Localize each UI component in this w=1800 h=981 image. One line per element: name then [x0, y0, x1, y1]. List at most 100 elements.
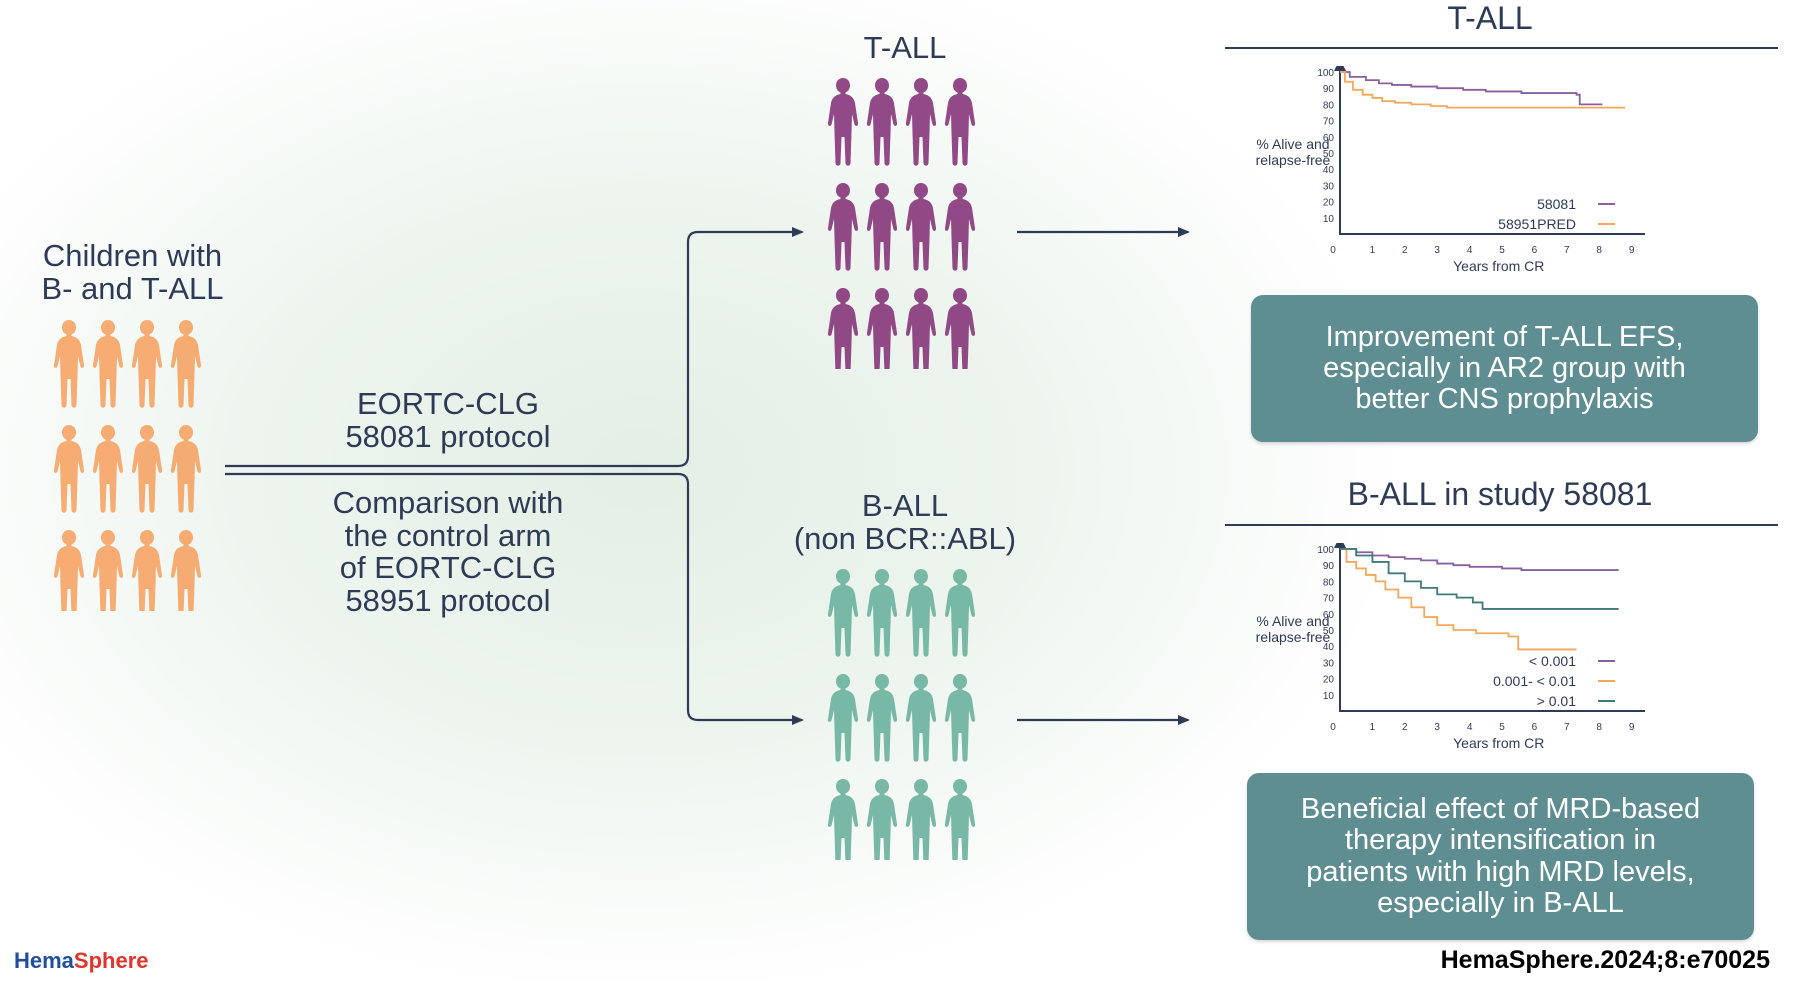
child-figure-icon	[131, 425, 163, 513]
children-group-title: Children with B- and T-ALL	[20, 239, 245, 306]
y-axis-arrow-icon	[1334, 66, 1346, 71]
y-tick-label: 70	[1323, 117, 1335, 128]
x-tick-label: 6	[1532, 722, 1538, 733]
logo-part-1: Hema	[14, 948, 74, 973]
b-all-figures	[827, 569, 976, 867]
y-axis-arrow-icon	[1334, 543, 1346, 548]
child-figure-icon	[944, 569, 976, 657]
x-tick-label: 6	[1532, 245, 1538, 256]
x-tick-label: 1	[1370, 722, 1376, 733]
legend-entry: 58951PRED	[1498, 216, 1576, 232]
child-figure-icon	[905, 569, 937, 657]
child-figure-icon	[827, 288, 859, 376]
child-figure-icon	[53, 530, 85, 618]
child-figure-icon	[944, 288, 976, 376]
children-figures	[53, 320, 202, 618]
child-figure-icon	[827, 779, 859, 867]
y-tick-label: 60	[1323, 133, 1335, 144]
x-axis-label: Years from CR	[1453, 258, 1544, 274]
child-figure-icon	[170, 320, 202, 408]
series-line	[1340, 71, 1603, 106]
series-line	[1340, 548, 1577, 651]
protocol-line-2: 58081 protocol	[345, 418, 551, 454]
child-figure-icon	[827, 78, 859, 166]
child-figure-icon	[905, 78, 937, 166]
y-tick-label: 70	[1323, 594, 1335, 605]
child-figure-icon	[944, 674, 976, 762]
x-tick-label: 9	[1629, 245, 1635, 256]
y-tick-label: 30	[1323, 658, 1335, 669]
t-all-figures	[827, 78, 976, 376]
child-figure-icon	[92, 425, 124, 513]
child-figure-icon	[905, 674, 937, 762]
x-tick-label: 5	[1499, 722, 1505, 733]
y-tick-label: 100	[1317, 68, 1334, 79]
child-figure-icon	[170, 530, 202, 618]
series-line	[1340, 548, 1619, 571]
y-tick-label: 20	[1323, 675, 1335, 686]
child-figure-icon	[827, 183, 859, 271]
child-figure-icon	[92, 530, 124, 618]
series-line	[1340, 71, 1626, 109]
legend-entry: < 0.001	[1529, 653, 1576, 669]
axes	[1339, 66, 1645, 235]
child-figure-icon	[92, 320, 124, 408]
children-figure-grid	[53, 317, 213, 618]
child-figure-icon	[905, 183, 937, 271]
x-tick-label: 2	[1402, 722, 1408, 733]
child-figure-icon	[866, 288, 898, 376]
protocol-line-1: EORTC-CLG	[356, 386, 539, 421]
comparison-label: Comparison with the control arm of EORTC…	[298, 485, 598, 617]
legend-entry: > 0.01	[1537, 693, 1577, 709]
child-figure-icon	[944, 183, 976, 271]
child-figure-icon	[827, 674, 859, 762]
x-tick-label: 3	[1434, 722, 1440, 733]
child-figure-icon	[866, 183, 898, 271]
x-tick-label: 0	[1330, 245, 1336, 256]
y-tick-label: 10	[1323, 691, 1335, 702]
child-figure-icon	[53, 320, 85, 408]
t-all-chart-title: T-ALL	[1447, 0, 1533, 36]
y-tick-label: 90	[1323, 84, 1335, 95]
legend-entry: 0.001- < 0.01	[1493, 673, 1576, 689]
comparison-line-1: Comparison with	[332, 485, 564, 520]
child-figure-icon	[866, 569, 898, 657]
x-tick-label: 8	[1596, 245, 1602, 256]
x-tick-label: 4	[1467, 722, 1473, 733]
y-tick-label: 90	[1323, 561, 1335, 572]
child-figure-icon	[944, 78, 976, 166]
b-all-title-line-2: (non BCR::ABL)	[793, 520, 1017, 556]
comparison-line-3: of EORTC-CLG	[339, 550, 557, 586]
b-all-title-line-1: B-ALL	[861, 488, 949, 523]
axes	[1339, 543, 1645, 712]
y-tick-label: 50	[1323, 626, 1335, 637]
x-tick-label: 3	[1434, 245, 1440, 256]
x-tick-label: 0	[1330, 722, 1336, 733]
x-tick-label: 9	[1629, 722, 1635, 733]
y-tick-label: 100	[1317, 545, 1334, 556]
y-tick-label: 20	[1323, 198, 1335, 209]
x-tick-label: 8	[1596, 722, 1602, 733]
b-all-figure-grid	[827, 566, 987, 867]
children-title-line-2: B- and T-ALL	[41, 270, 224, 306]
series-line	[1340, 548, 1619, 610]
b-all-chart-title: B-ALL in study 58081	[1347, 476, 1653, 512]
x-tick-label: 5	[1499, 245, 1505, 256]
y-tick-label: 30	[1323, 181, 1335, 192]
y-tick-label: 40	[1323, 642, 1335, 653]
t-all-figure-grid	[827, 75, 987, 376]
t-all-group-title: T-ALL	[863, 30, 947, 65]
y-tick-label: 40	[1323, 165, 1335, 176]
upper-branch-connector	[225, 227, 804, 468]
child-figure-icon	[827, 569, 859, 657]
child-figure-icon	[905, 779, 937, 867]
y-tick-label: 80	[1323, 100, 1335, 111]
x-tick-label: 2	[1402, 245, 1408, 256]
child-figure-icon	[866, 78, 898, 166]
legend-entry: 58081	[1537, 196, 1576, 212]
